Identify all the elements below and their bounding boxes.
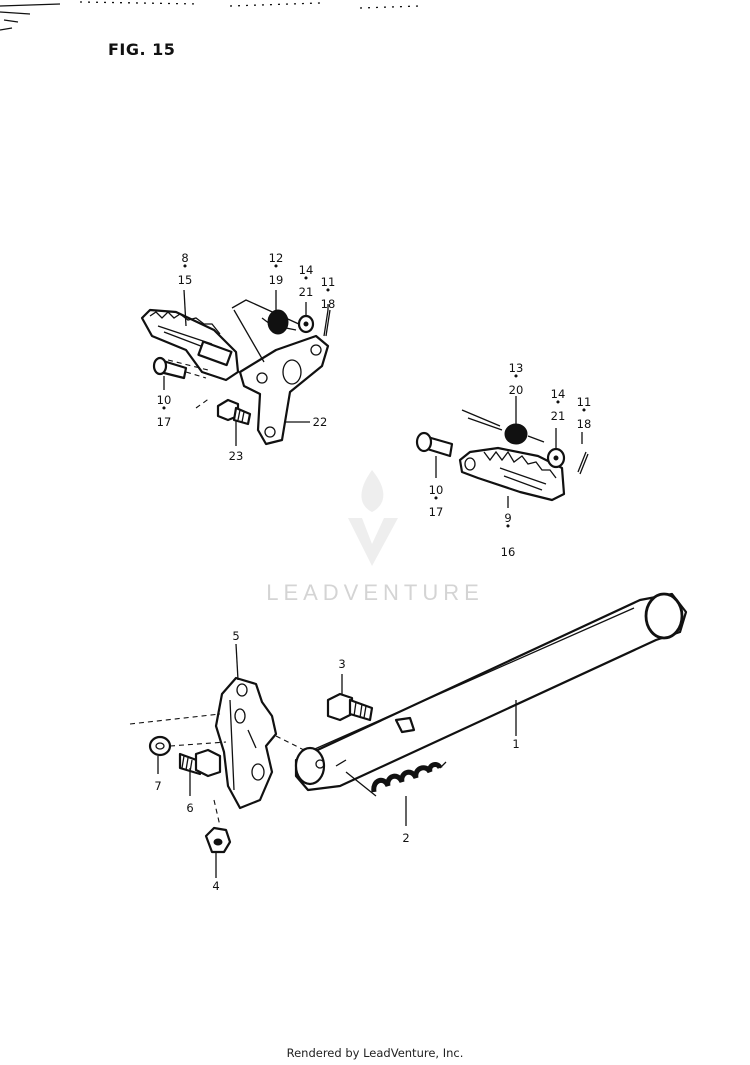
callout-14-21-left: 14•21 [299,263,314,299]
cotter-pin-11-18-left [323,309,331,337]
callout-10-17-right: 10•17 [429,483,444,519]
watermark-logo [348,470,398,566]
callout-8-15: 8•15 [178,251,193,287]
spring-2 [335,759,447,797]
callout-5: 5 [232,629,239,643]
washer-14-21-left [297,314,315,334]
callout-11-18-left: 11•18 [321,275,336,311]
bolt-23 [216,398,252,426]
footer-credit: Rendered by LeadVenture, Inc. [286,1046,464,1060]
callout-7: 7 [154,779,161,793]
callout-4: 4 [212,879,219,893]
cotter-pin-11-18-right [577,451,589,475]
pin-10-17-left [152,356,207,380]
callout-22: 22 [313,415,328,429]
callout-3: 3 [338,657,345,671]
right-footpeg-9-16 [458,446,566,502]
washer-7 [148,735,172,757]
spring-13-20 [461,409,545,445]
bolt-6 [178,748,222,778]
callout-13-20: 13•20 [509,361,524,397]
callout-2: 2 [402,831,409,845]
leader-lines [157,289,583,878]
washer-14-21-right [546,447,566,469]
callout-6: 6 [186,801,193,815]
scan-artifacts [0,1,421,31]
stand-bracket-5 [214,676,278,810]
callout-23: 23 [229,449,244,463]
watermark-text: LEADVENTURE [266,580,484,605]
callout-11-18-right: 11•18 [577,395,592,431]
assembly-guide-lines [129,397,309,827]
callout-12-19: 12•19 [269,251,284,287]
side-stand-1 [294,592,688,792]
callout-1: 1 [512,737,519,751]
callout-labels: 8•15 12•19 14•21 11•18 10•17 22 23 13•20… [154,251,591,893]
callout-9-16: 9•16 [501,511,516,559]
callout-10-17-left: 10•17 [157,393,172,429]
left-footpeg-8-15 [140,308,240,382]
bolt-3 [326,692,374,722]
callout-14-21-right: 14•21 [551,387,566,423]
nut-4 [204,826,232,854]
figure-title: FIG. 15 [108,40,176,59]
pin-10-17-right [415,431,454,458]
spring-12-19 [261,309,297,335]
left-footpeg-bracket-22 [231,299,330,446]
